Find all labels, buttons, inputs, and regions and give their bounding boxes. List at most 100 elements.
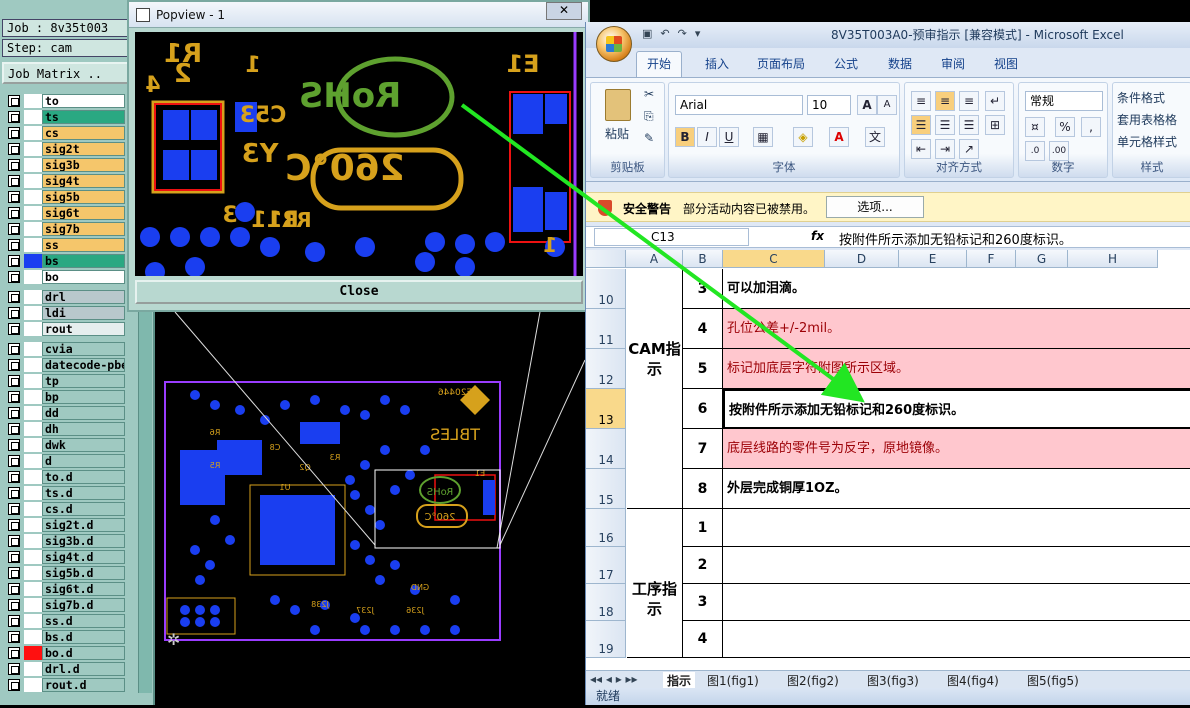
- layer-checkbox[interactable]: [8, 567, 20, 579]
- tab-home[interactable]: 开始: [636, 51, 683, 77]
- layer-checkbox[interactable]: [8, 375, 20, 387]
- layer-checkbox[interactable]: [8, 423, 20, 435]
- layer-checkbox[interactable]: [8, 191, 20, 203]
- layer-name[interactable]: dd: [42, 406, 125, 420]
- item-number-cell[interactable]: 3: [683, 584, 723, 621]
- layer-checkbox[interactable]: [8, 95, 20, 107]
- layer-checkbox[interactable]: [8, 255, 20, 267]
- layer-color-swatch[interactable]: [24, 406, 42, 420]
- row-header[interactable]: 11: [586, 309, 626, 349]
- layer-color-swatch[interactable]: [24, 598, 42, 612]
- layer-checkbox[interactable]: [8, 503, 20, 515]
- layer-name[interactable]: tp: [42, 374, 125, 388]
- instruction-cell[interactable]: [723, 547, 1190, 584]
- instruction-cell[interactable]: 标记加底层字符附图所示区域。: [723, 349, 1190, 389]
- decrease-indent-icon[interactable]: ⇤: [911, 139, 931, 159]
- italic-button[interactable]: I: [697, 127, 717, 147]
- layer-color-swatch[interactable]: [24, 158, 42, 172]
- layer-checkbox[interactable]: [8, 679, 20, 691]
- align-top-icon[interactable]: ≡: [911, 91, 931, 111]
- column-header[interactable]: A: [626, 250, 683, 268]
- layer-row[interactable]: to.d: [5, 469, 125, 485]
- layer-checkbox[interactable]: [8, 127, 20, 139]
- paste-label[interactable]: 粘贴: [605, 127, 630, 141]
- column-header[interactable]: B: [683, 250, 723, 268]
- security-options-button[interactable]: 选项...: [826, 196, 924, 218]
- layer-row[interactable]: dwk: [5, 437, 125, 453]
- layer-checkbox[interactable]: [8, 343, 20, 355]
- layer-name[interactable]: drl: [42, 290, 125, 304]
- layer-name[interactable]: ss: [42, 238, 125, 252]
- sheet-tab[interactable]: 图4(fig4): [947, 674, 999, 688]
- item-number-cell[interactable]: 8: [683, 469, 723, 509]
- column-header[interactable]: E: [899, 250, 967, 268]
- save-icon[interactable]: ▣: [642, 27, 653, 40]
- layer-row[interactable]: ss: [5, 237, 125, 253]
- layer-row[interactable]: sig4t: [5, 173, 125, 189]
- borders-icon[interactable]: ▦: [753, 127, 773, 147]
- popview-titlebar[interactable]: Popview - 1: [129, 2, 588, 28]
- cut-icon[interactable]: ✂: [644, 87, 655, 101]
- increase-decimal-icon[interactable]: .0: [1025, 141, 1045, 161]
- wrap-text-icon[interactable]: ↵: [985, 91, 1005, 111]
- layer-row[interactable]: sig7b: [5, 221, 125, 237]
- layer-checkbox[interactable]: [8, 111, 20, 123]
- layer-name[interactable]: sig5b: [42, 190, 125, 204]
- layer-checkbox[interactable]: [8, 291, 20, 303]
- formula-input[interactable]: 按附件所示添加无铅标记和260度标识。: [839, 233, 1072, 248]
- job-matrix-button[interactable]: Job Matrix ..: [2, 62, 152, 84]
- align-left-icon[interactable]: ☰: [911, 115, 931, 135]
- instruction-cell[interactable]: 可以加泪滴。: [723, 269, 1190, 309]
- tab-insert[interactable]: 插入: [705, 57, 730, 71]
- layer-name[interactable]: bs: [42, 254, 125, 268]
- layer-name[interactable]: cvia: [42, 342, 125, 356]
- layer-color-swatch[interactable]: [24, 142, 42, 156]
- bold-button[interactable]: B: [675, 127, 695, 147]
- layer-checkbox[interactable]: [8, 391, 20, 403]
- tab-view[interactable]: 视图: [994, 57, 1019, 71]
- layer-name[interactable]: bo.d: [42, 646, 125, 660]
- layer-color-swatch[interactable]: [24, 662, 42, 676]
- layer-color-swatch[interactable]: [24, 306, 42, 320]
- layer-name[interactable]: cs: [42, 126, 125, 140]
- item-number-cell[interactable]: 5: [683, 349, 723, 389]
- layer-name[interactable]: rout: [42, 322, 125, 336]
- instruction-cell[interactable]: 底层线路的零件号为反字，原地镜像。: [723, 429, 1190, 469]
- layer-checkbox[interactable]: [8, 439, 20, 451]
- layer-name[interactable]: drl.d: [42, 662, 125, 676]
- layer-name[interactable]: ss.d: [42, 614, 125, 628]
- sheet-tab-active[interactable]: 指示: [663, 672, 696, 689]
- layer-color-swatch[interactable]: [24, 422, 42, 436]
- layer-row[interactable]: drl.d: [5, 661, 125, 677]
- layer-row[interactable]: sig3b.d: [5, 533, 125, 549]
- close-icon[interactable]: ✕: [546, 2, 582, 20]
- layer-color-swatch[interactable]: [24, 534, 42, 548]
- layer-color-swatch[interactable]: [24, 322, 42, 336]
- cell-styles-button[interactable]: 单元格样式: [1117, 135, 1178, 149]
- column-header[interactable]: G: [1016, 250, 1068, 268]
- customize-qat-icon[interactable]: ▾: [694, 27, 701, 40]
- layer-row[interactable]: cs.d: [5, 501, 125, 517]
- layer-checkbox[interactable]: [8, 307, 20, 319]
- layer-color-swatch[interactable]: [24, 110, 42, 124]
- column-header[interactable]: C: [723, 250, 825, 268]
- layer-name[interactable]: rout.d: [42, 678, 125, 692]
- layer-name[interactable]: sig6t.d: [42, 582, 125, 596]
- layer-row[interactable]: sig6t.d: [5, 581, 125, 597]
- decrease-decimal-icon[interactable]: .00: [1049, 141, 1069, 161]
- layer-color-swatch[interactable]: [24, 190, 42, 204]
- format-as-table-button[interactable]: 套用表格格: [1117, 113, 1178, 127]
- layer-color-swatch[interactable]: [24, 254, 42, 268]
- instruction-cell[interactable]: [723, 621, 1190, 658]
- currency-icon[interactable]: ¤: [1025, 117, 1045, 137]
- layer-checkbox[interactable]: [8, 143, 20, 155]
- align-right-icon[interactable]: ☰: [959, 115, 979, 135]
- row-header[interactable]: 17: [586, 547, 626, 584]
- row-header[interactable]: 14: [586, 429, 626, 469]
- layer-row[interactable]: bs: [5, 253, 125, 269]
- instruction-cell[interactable]: 孔位公差+/-2mil。: [723, 309, 1190, 349]
- sheet-tab[interactable]: 图2(fig2): [787, 674, 839, 688]
- layer-checkbox[interactable]: [8, 239, 20, 251]
